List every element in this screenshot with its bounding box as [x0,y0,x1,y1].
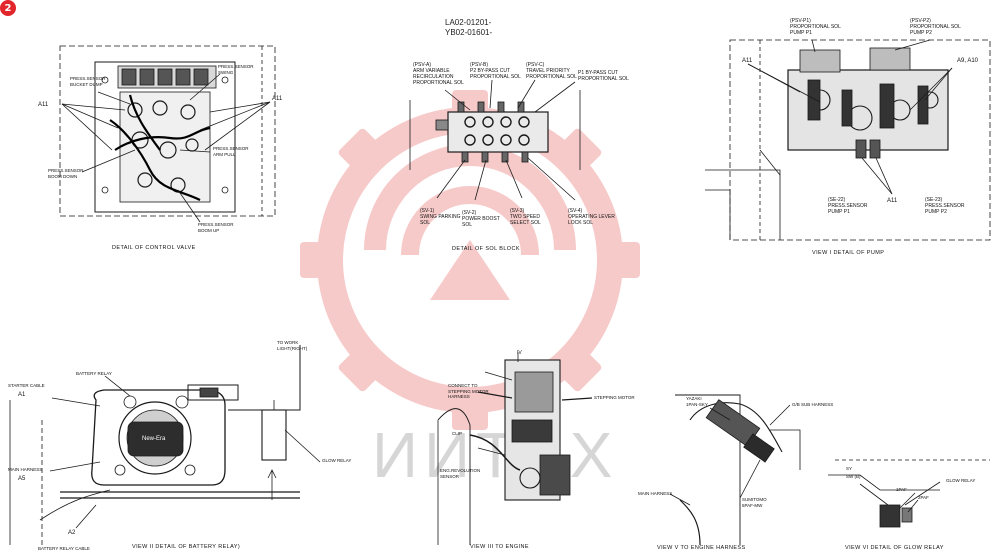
part-a11-left: A11 [38,102,49,108]
label-psv-a: (PSV-A) ARM VARIABLE RECIRCULATION PROPO… [413,62,464,86]
label-main-harness-engine: MAIN HARNESS [638,491,673,496]
label-clip: CLIP [452,431,463,436]
caption-battery-relay: VIEW II DETAIL OF BATTERY RELAY) [132,544,241,550]
page-number-badge: 2 [0,0,16,16]
label-sv-2: (SV-2) POWER BOOST SOL [462,210,500,228]
label-psv-p1: (PSV-P1) PROPORTIONAL SOL PUMP P1 [790,18,841,36]
label-1paf: 1PAF [896,487,907,492]
caption-sol-block: DETAIL OF SOL BLOCK [452,246,520,252]
label-psv-c: (PSV-C) TRAVEL PRIORITY PROPORTIONAL SOL [526,62,577,80]
label-glow-relay: GLOW RELAY [946,478,976,483]
label-stepping-motor: STEPPING MOTOR [594,395,635,400]
label-main-harness-battery: MAIN HARNESS [8,467,43,472]
label-starter-cable: STARTER CABLE [8,383,45,388]
part-code-2: YB02-01601- [445,28,493,37]
label-2paf: 2PAF [918,495,929,500]
label-sv-3: (SV-3) TWO SPEED SELECT SOL [510,208,541,226]
battery-relay-drawing [9,345,321,545]
part-code-1: LA02-01201- [445,18,492,27]
pump-drawing [705,39,991,241]
part-a2: A2 [68,530,76,536]
label-to-work-light: TO WORK LIGHT(RIGHT) [277,340,308,351]
label-se-22: (SE-22) PRESS.SENSOR PUMP P1 [828,197,868,215]
label-battery-relay-cable: BATTERY RELAY CABLE [38,546,90,551]
label-sumitomo-connector: SUMITOMO 6PAF-MW [742,497,767,508]
label-yazaki-connector: YAZAKI 1PAN-SKY [686,396,708,407]
watermark-text: ИИТЕХ [372,419,619,491]
label-eng-revolution-sensor: ENG.REVOLUTION SENSOR [440,468,481,479]
caption-glow-relay: VIEW VI DETAIL OF GLOW RELAY [845,545,944,551]
label-p1-bypass-cut: P1 BY-PASS CUT PROPORTIONAL SOL [578,70,629,82]
label-arm-pull-sensor: PRESS.SENSOR ARM PULL [213,146,249,157]
part-a11-bottom: A11 [887,198,898,204]
label-se-23: (SE-23) PRESS.SENSOR PUMP P2 [925,197,965,215]
label-bucket-dump-sensor: PRESS.SENSOR BUCKET DUMP [70,76,106,87]
part-a1: A1 [18,392,26,398]
label-sv-1: (SV-1) SWING PARKING SOL [420,208,461,226]
part-a11-top: A11 [742,58,753,64]
control-valve-drawing [59,45,276,223]
label-psv-b: (PSV-B) P2 BY-PASS CUT PROPORTIONAL SOL [470,62,521,80]
view-marker-iv: IV [517,350,522,356]
label-swing-sensor: PRESS.SENSOR SWING [218,64,254,75]
engine-harness-drawing [669,394,801,546]
caption-pump: VIEW I DETAIL OF PUMP [812,250,885,256]
battery-brand-mark: New-Era [142,436,166,442]
caption-engine-harness: VIEW V TO ENGINE HARNESS [657,545,746,551]
sol-block-drawing [409,79,581,201]
label-boom-up-sensor: PRESS.SENSOR BOOM UP [198,222,234,233]
label-connect-stepping-motor: CONNECT TO STEPPING MOTOR HARNESS [448,383,489,399]
label-sw-b: SW (B) [846,474,861,479]
label-glow-relay-battery: GLOW RELAY [322,458,352,463]
caption-control-valve: DETAIL OF CONTROL VALVE [112,245,196,251]
label-sy: SY [846,466,853,471]
part-a5: A5 [18,476,26,482]
label-sv-4: (SV-4) OPERATING LEVER LOCK SOL [568,208,615,226]
label-gb-sub-harness: G/B SUB HARNESS [792,402,834,407]
part-a11-right: A11 [272,96,283,102]
caption-engine: VIEW III TO ENGINE [470,544,529,550]
label-psv-p2: (PSV-P2) PROPORTIONAL SOL PUMP P2 [910,18,961,36]
label-battery-relay: BATTERY RELAY [76,371,112,376]
glow-relay-drawing [828,459,990,528]
label-boom-down-sensor: PRESS.SENSOR BOOM DOWN [48,168,84,179]
engine-drawing [437,352,593,545]
part-a9-a10: A9, A10 [957,58,979,64]
